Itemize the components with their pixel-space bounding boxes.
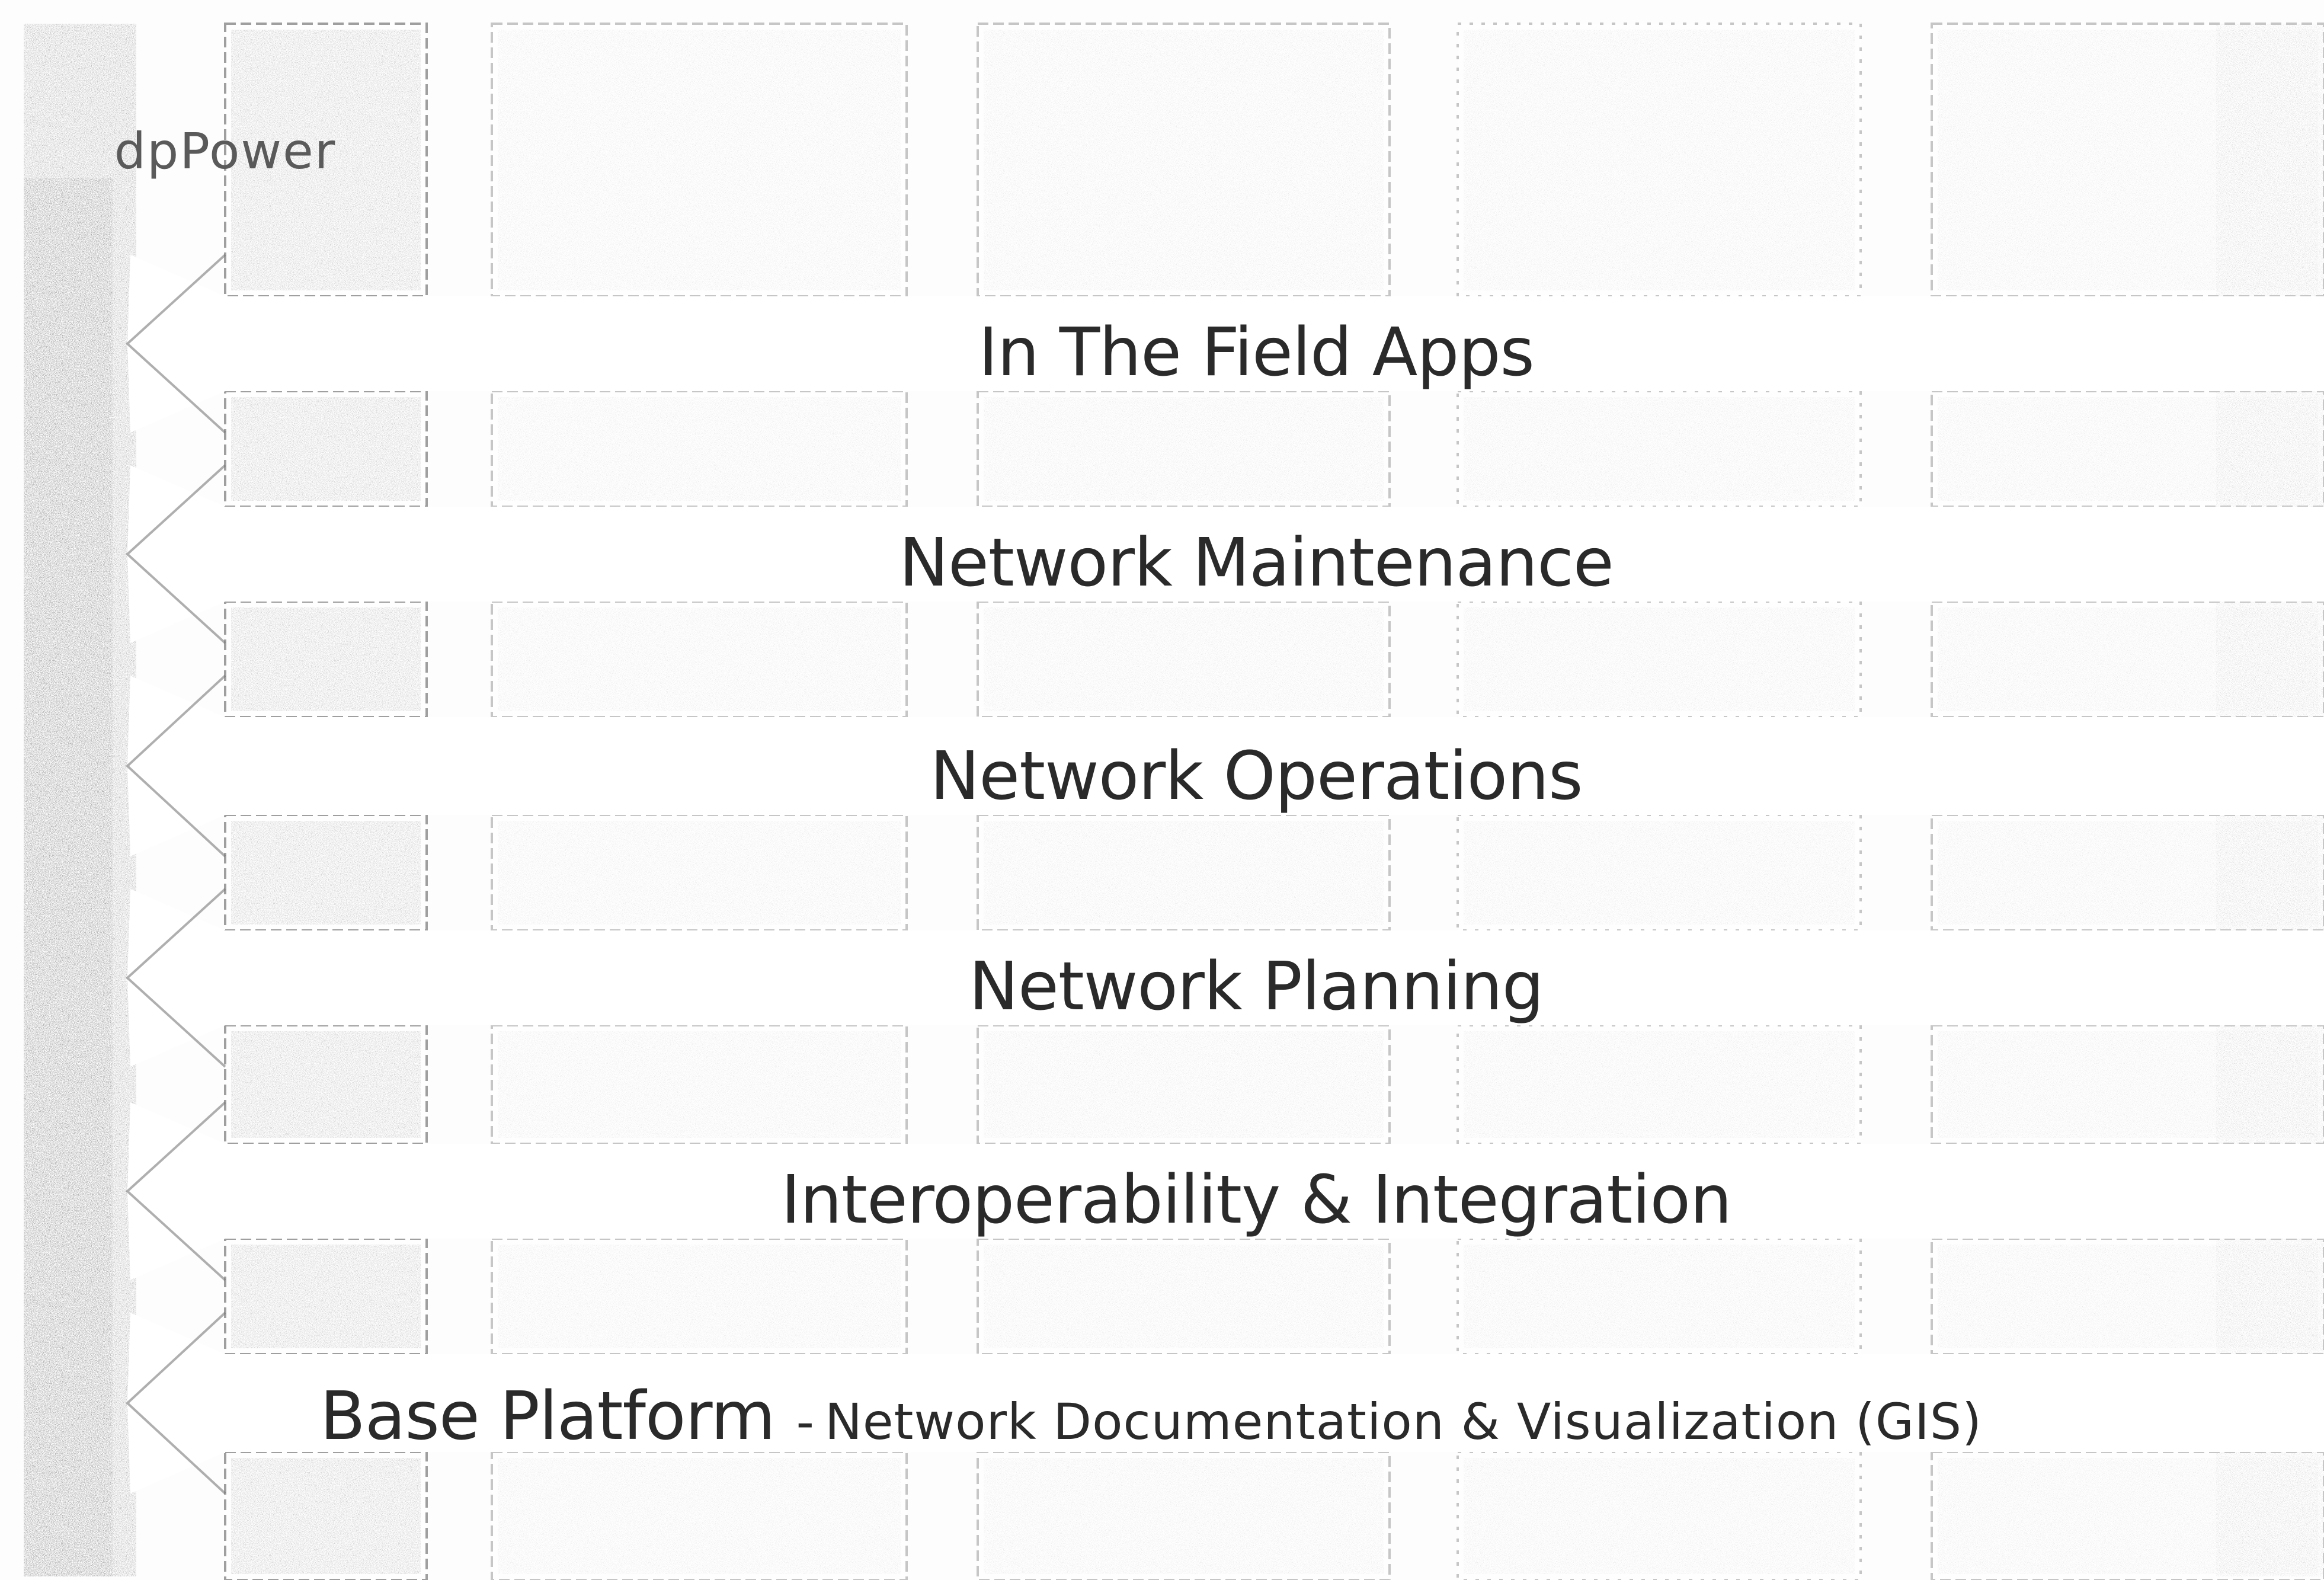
layer-bands [126,254,2324,1495]
layer-band [127,465,2324,643]
base-platform-separator: - [796,1393,814,1451]
base-platform-subtitle: Network Documentation & Visualization (G… [824,1393,1982,1451]
column-cell-texture [231,397,421,501]
layer-band-arrow-edge [126,254,226,434]
column-cell-texture [1464,30,1855,290]
column-cell-texture [498,821,901,925]
column-cell-texture [231,1245,421,1348]
column-cell-texture [1464,607,1855,711]
layer-band-arrow-edge [126,1312,226,1495]
column-cell-texture [498,30,901,290]
column-cell-texture [498,607,901,711]
layer-band [127,255,2324,433]
layer-band-arrow-edge [126,464,226,644]
layer-interoperability-integration: Interoperability & Integration [781,1162,1732,1239]
column-cell-texture [498,397,901,501]
column-cell-texture [231,821,421,925]
column-cell-texture [984,1245,1384,1348]
base-platform-label: Base Platform-Network Documentation & Vi… [320,1369,1982,1464]
column-cell-texture [231,1458,421,1574]
layer-band-arrow-edge [126,1101,226,1281]
layer-band [127,1102,2324,1280]
column-cell-texture [984,607,1384,711]
column-cell-texture [498,1031,901,1138]
column-cell-texture [1464,1245,1855,1348]
dppower-spine-shade [24,178,113,1576]
layer-band [127,889,2324,1067]
layer-band-arrow-edge [126,888,226,1068]
column-cell-texture [231,607,421,711]
layer-band [127,1313,2324,1493]
layer-in-the-field-apps: In The Field Apps [978,314,1535,391]
column-cell-texture [498,1245,901,1348]
column-cells [224,23,2324,1580]
layer-network-operations: Network Operations [930,738,1583,815]
column-cell-texture [231,30,421,290]
column-cell-texture [1464,821,1855,925]
product-dppower-label: dpPower [114,122,337,180]
column-cell-texture [984,397,1384,501]
column-cell-texture [498,1458,901,1574]
layer-network-maintenance: Network Maintenance [899,524,1614,602]
column-cell-texture [984,30,1384,290]
column-cell-texture [1464,1031,1855,1138]
base-platform-title: Base Platform [320,1378,776,1455]
layer-band [127,676,2324,856]
column-cell-texture [984,821,1384,925]
layer-network-planning: Network Planning [969,948,1544,1025]
layer-band-arrow-edge [126,674,226,858]
column-cell-texture [1464,1458,1855,1574]
column-cell-texture [984,1458,1384,1574]
column-cell-texture [984,1031,1384,1138]
column-cell-texture [231,1031,421,1138]
column-cell-texture [1464,397,1855,501]
